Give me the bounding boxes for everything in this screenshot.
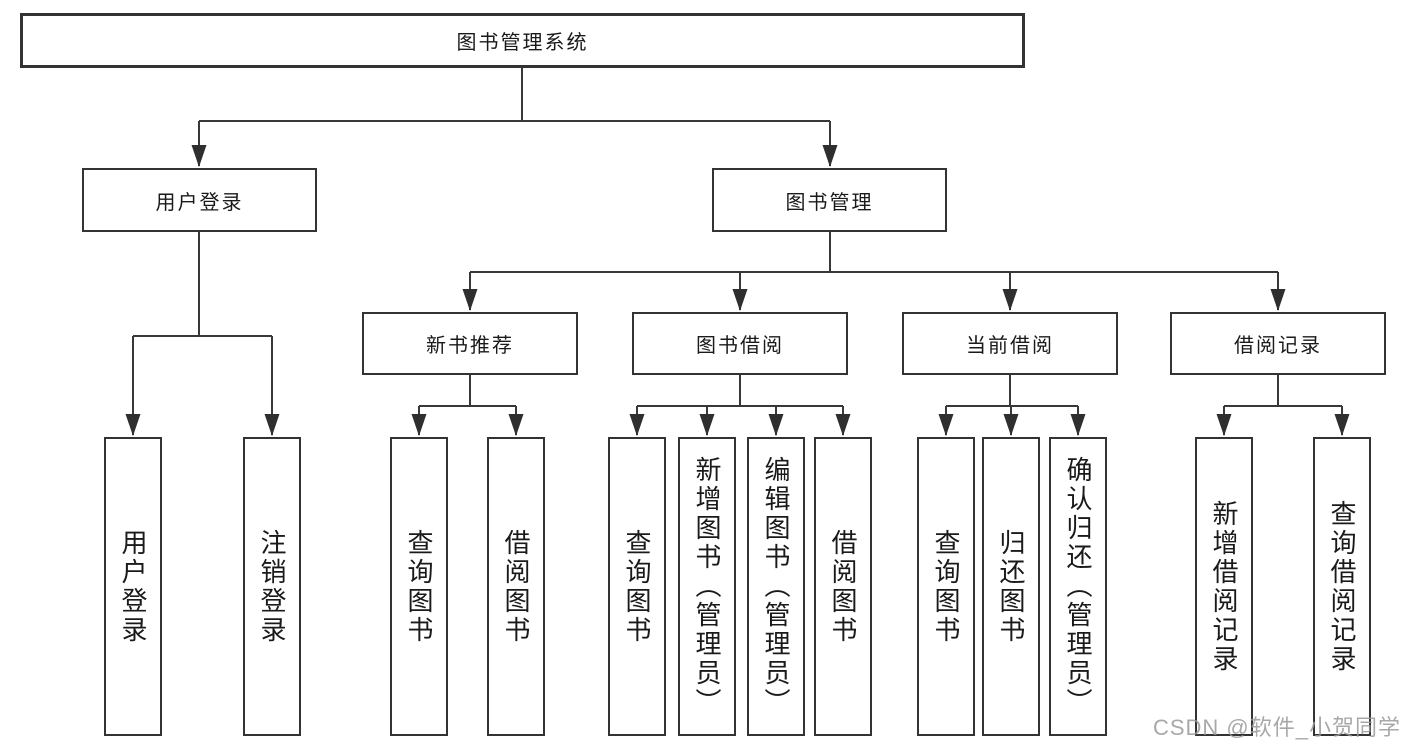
node-library-management-system: 图书管理系统	[20, 13, 1025, 68]
leaf-user-login: 用户登录	[104, 437, 162, 736]
node-current-borrowing: 当前借阅	[902, 312, 1118, 375]
leaf-borrow-book: 借阅图书	[814, 437, 872, 736]
leaf-borrow-book-recommend: 借阅图书	[487, 437, 545, 736]
leaf-query-book-recommend: 查询图书	[390, 437, 448, 736]
leaf-edit-book-admin: 编辑图书（管理员）	[747, 437, 805, 736]
csdn-watermark: CSDN @软件_小贺同学	[1152, 715, 1401, 740]
leaf-logout: 注销登录	[243, 437, 301, 736]
leaf-query-book-current: 查询图书	[917, 437, 975, 736]
leaf-confirm-return-admin: 确认归还（管理员）	[1049, 437, 1107, 736]
node-borrowing-records: 借阅记录	[1170, 312, 1386, 375]
leaf-add-book-admin: 新增图书（管理员）	[678, 437, 736, 736]
leaf-query-book-borrow: 查询图书	[608, 437, 666, 736]
node-new-book-recommendation: 新书推荐	[362, 312, 578, 375]
node-book-management: 图书管理	[712, 168, 947, 232]
leaf-add-borrow-record: 新增借阅记录	[1195, 437, 1253, 736]
leaf-query-borrow-record: 查询借阅记录	[1313, 437, 1371, 736]
leaf-return-book: 归还图书	[982, 437, 1040, 736]
node-book-borrowing: 图书借阅	[632, 312, 848, 375]
node-user-login: 用户登录	[82, 168, 317, 232]
